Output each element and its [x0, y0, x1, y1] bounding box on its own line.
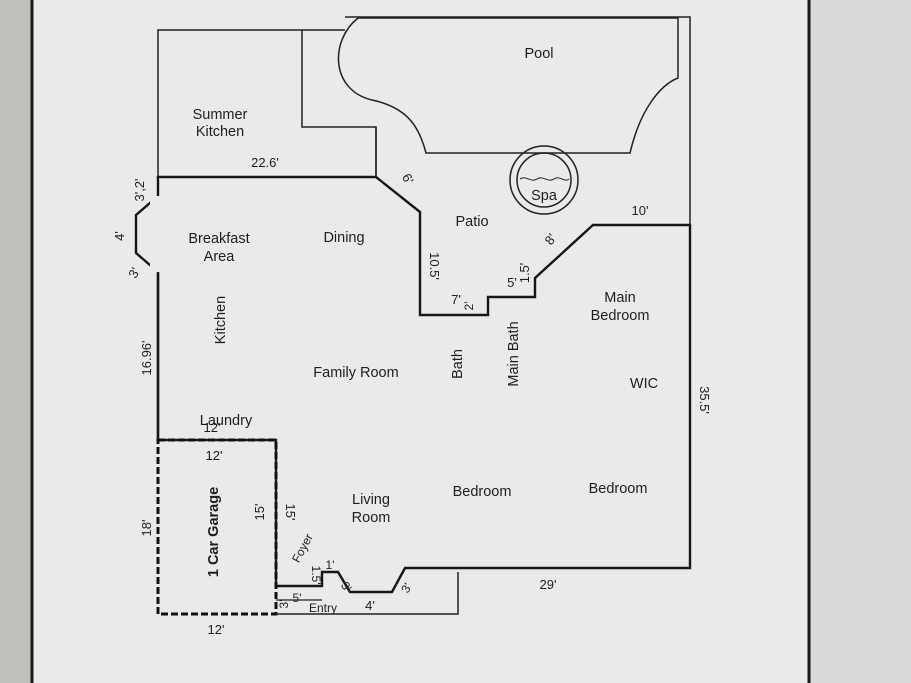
dim-18: 18'	[139, 520, 154, 537]
dining-label: Dining	[323, 230, 364, 246]
dim-4-left: 4'	[112, 231, 127, 241]
garage-label: 1 Car Garage	[206, 487, 222, 577]
dim-12-bottom: 12'	[208, 622, 225, 637]
right-margin	[810, 0, 911, 683]
spa-inner	[516, 152, 572, 208]
dim-1-5-foyer: 1.5'	[309, 566, 323, 585]
dim-4-entry: 4'	[365, 598, 375, 613]
bedroom-label-2: Bedroom	[589, 481, 648, 497]
dim-3-entry: 3'	[277, 600, 291, 609]
laundry-label: Laundry	[200, 413, 253, 429]
dim-15-living: 15'	[283, 504, 298, 521]
dim-2: 2'	[462, 302, 476, 311]
dim-5-bath: 5'	[507, 275, 517, 290]
bay-mask	[150, 178, 160, 273]
dim-12-laundry: 12'	[204, 420, 221, 435]
dim-5-entry: 5'	[293, 591, 302, 605]
pool-outline	[337, 17, 679, 154]
dim-35-5: 35.5'	[697, 386, 712, 414]
family-room-label: Family Room	[313, 365, 398, 381]
main-bath-label: Main Bath	[506, 321, 522, 386]
bay-window-wall	[134, 195, 159, 273]
garage-outline	[156, 438, 278, 616]
dim-1-foyer: 1'	[326, 558, 335, 572]
left-margin	[0, 0, 32, 683]
dim-10-top: 10'	[632, 203, 649, 218]
bath-label: Bath	[450, 349, 466, 379]
patio-outline-top	[345, 16, 691, 225]
dim-1-5-bath: 1.5'	[517, 263, 532, 284]
dim-3-2: 3',2'	[132, 178, 147, 201]
dim-10-5: 10.5'	[427, 252, 442, 280]
dim-22-6: 22.6'	[251, 155, 279, 170]
bedroom-label-1: Bedroom	[453, 484, 512, 500]
dim-29: 29'	[540, 577, 557, 592]
dim-16-96: 16.96'	[139, 340, 154, 375]
dim-12-garage-top: 12'	[206, 448, 223, 463]
dim-15-garage: 15'	[252, 504, 267, 521]
pool-label: Pool	[524, 46, 553, 62]
entry-step	[276, 572, 459, 615]
house-outline	[156, 175, 692, 594]
kitchen-label: Kitchen	[213, 296, 229, 344]
spa-outer	[509, 145, 579, 215]
spa-water-icon	[519, 177, 570, 181]
patio-label: Patio	[455, 214, 488, 230]
spa-label: Spa	[531, 188, 558, 204]
wic-label: WIC	[630, 376, 658, 392]
entry-label: Entry	[309, 601, 337, 615]
dim-7: 7'	[451, 292, 461, 307]
